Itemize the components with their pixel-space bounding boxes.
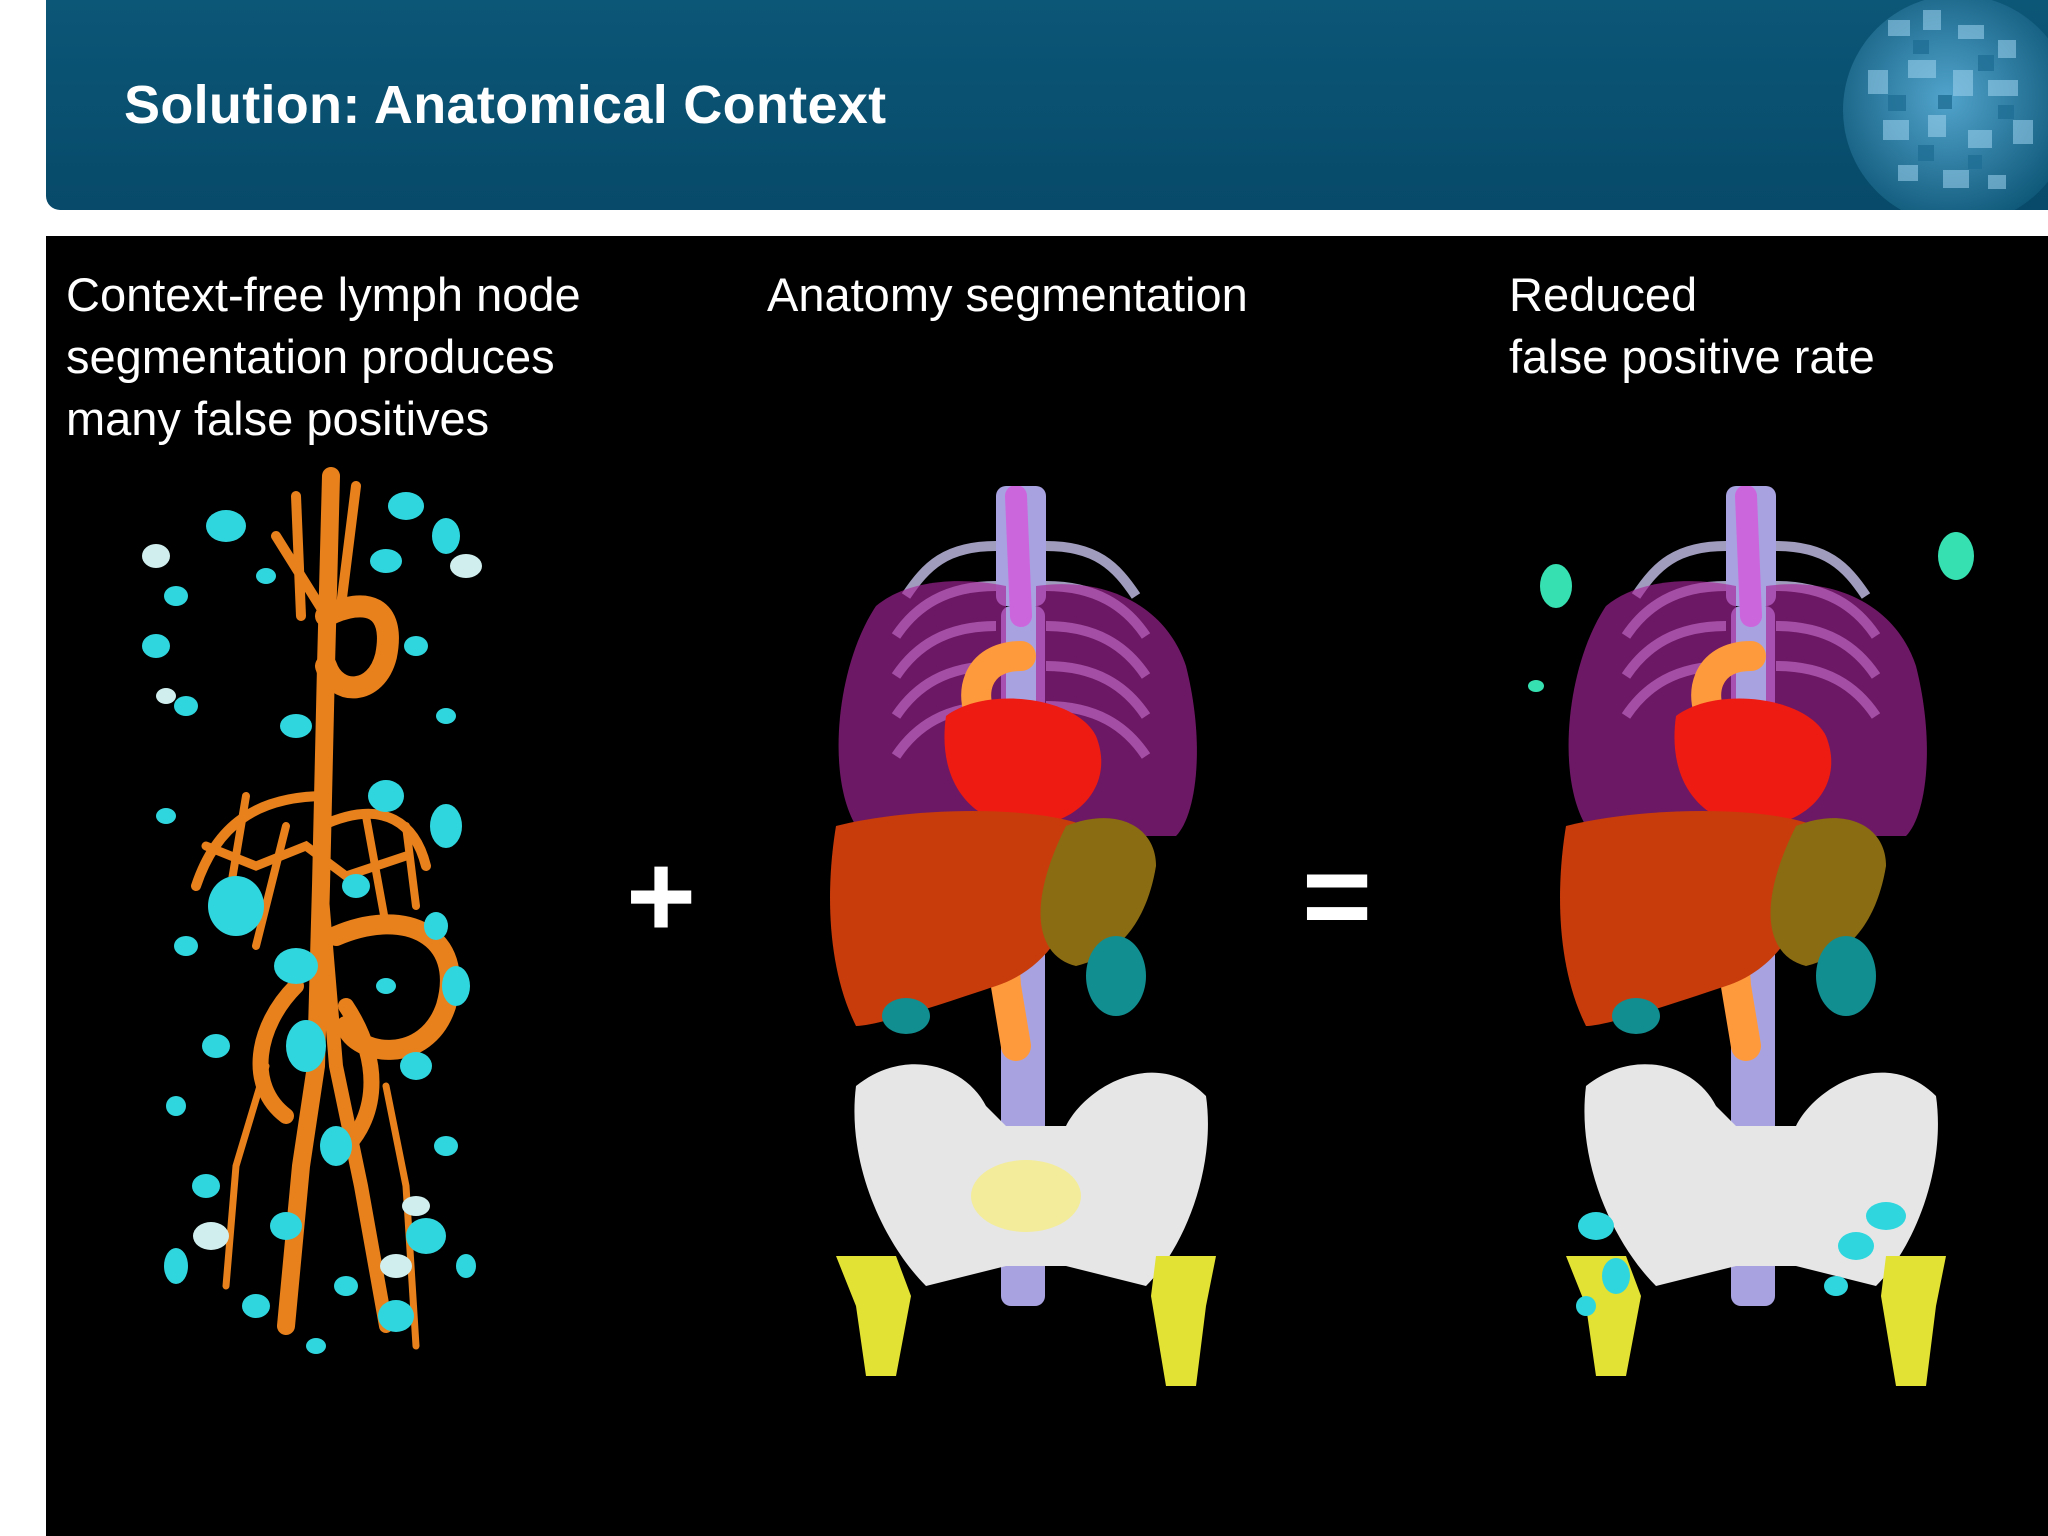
caption-anatomy: Anatomy segmentation bbox=[767, 268, 1248, 321]
slide-header: Solution: Anatomical Context bbox=[46, 0, 2048, 210]
trachea bbox=[1005, 486, 1032, 627]
caption-reduced: Reduced false positive rate bbox=[1509, 268, 1875, 383]
liver bbox=[830, 811, 1086, 1026]
white-node-blobs bbox=[142, 544, 482, 1278]
equals-operator: = bbox=[1302, 829, 1373, 963]
femurs bbox=[836, 1256, 1216, 1386]
caption-context-free: Context-free lymph node segmentation pro… bbox=[66, 268, 581, 445]
kidney-left bbox=[882, 998, 930, 1034]
spleen bbox=[1040, 818, 1156, 966]
globe-logo-icon bbox=[1843, 0, 2048, 210]
slide-title: Solution: Anatomical Context bbox=[124, 75, 887, 135]
bladder bbox=[971, 1160, 1081, 1232]
context-free-segmentation-image bbox=[142, 467, 482, 1354]
slide-body: Context-free lymph node segmentation pro… bbox=[46, 236, 2048, 1536]
reduced-false-positive-image bbox=[1528, 486, 1974, 1386]
heart bbox=[944, 698, 1102, 826]
lymph-node-blobs bbox=[142, 492, 476, 1354]
kidney-right bbox=[1086, 936, 1146, 1016]
remaining-nodes bbox=[1528, 532, 1974, 1316]
plus-operator: + bbox=[626, 829, 697, 963]
anatomy-segmentation-image bbox=[830, 486, 1216, 1386]
